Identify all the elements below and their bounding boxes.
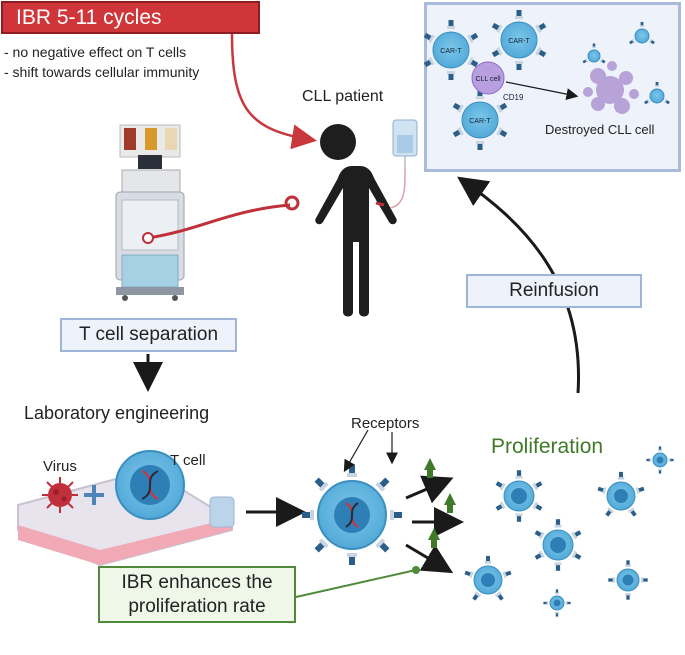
virus-icon bbox=[42, 477, 78, 513]
green-connector-dot bbox=[412, 566, 420, 574]
ibr-enhances-box: IBR enhances the proliferation rate bbox=[98, 566, 296, 623]
note-line-1: - no negative effect on T cells bbox=[4, 44, 187, 60]
t-cell-label: T cell bbox=[170, 452, 206, 469]
destroyed-label: Destroyed CLL cell bbox=[545, 122, 654, 137]
reinfusion-box: Reinfusion bbox=[466, 274, 642, 308]
apheresis-machine-icon bbox=[115, 124, 185, 301]
green-up-arrows bbox=[424, 458, 456, 548]
iv-bag-icon bbox=[389, 119, 418, 209]
patient-icon bbox=[315, 124, 397, 317]
t-cell-icon bbox=[115, 450, 185, 520]
proliferation-arrows bbox=[405, 475, 464, 574]
arrow-reinfusion bbox=[457, 176, 581, 394]
receptor-pointer-1 bbox=[343, 429, 369, 473]
note-line-2: - shift towards cellular immunity bbox=[4, 64, 200, 80]
cart-label-2: CAR-T bbox=[508, 38, 530, 45]
cart-label-3: CAR-T bbox=[469, 118, 491, 125]
small-car-t-cells bbox=[582, 21, 671, 105]
arrow-destroy bbox=[505, 81, 579, 101]
ibr-enhances-line-2: proliferation rate bbox=[128, 596, 266, 617]
t-cell-separation-box: T cell separation bbox=[60, 318, 237, 352]
proliferation-label: Proliferation bbox=[491, 435, 604, 458]
plus-icon bbox=[84, 485, 104, 505]
green-connector bbox=[295, 569, 417, 598]
red-arrow-to-patient bbox=[230, 33, 317, 150]
car-t-cells bbox=[423, 10, 547, 150]
ibr-enhances-line-1: IBR enhances the bbox=[121, 572, 273, 593]
engineered-t-cell-icon bbox=[302, 465, 402, 565]
lab-title: Laboratory engineering bbox=[24, 403, 210, 423]
destroyed-cll-cell-icon bbox=[583, 61, 639, 114]
cd19-label: CD19 bbox=[503, 93, 524, 102]
patient-label: CLL patient bbox=[302, 88, 384, 105]
cll-cell-label: CLL cell bbox=[475, 76, 500, 83]
virus-label: Virus bbox=[43, 458, 77, 475]
receptors-label: Receptors bbox=[351, 415, 420, 432]
proliferated-cells bbox=[464, 446, 674, 617]
ibr-cycles-box: IBR 5-11 cycles bbox=[1, 1, 260, 34]
cart-label-1: CAR-T bbox=[440, 48, 462, 55]
blood-tube bbox=[147, 203, 291, 240]
cll-cell-icon bbox=[471, 61, 505, 95]
